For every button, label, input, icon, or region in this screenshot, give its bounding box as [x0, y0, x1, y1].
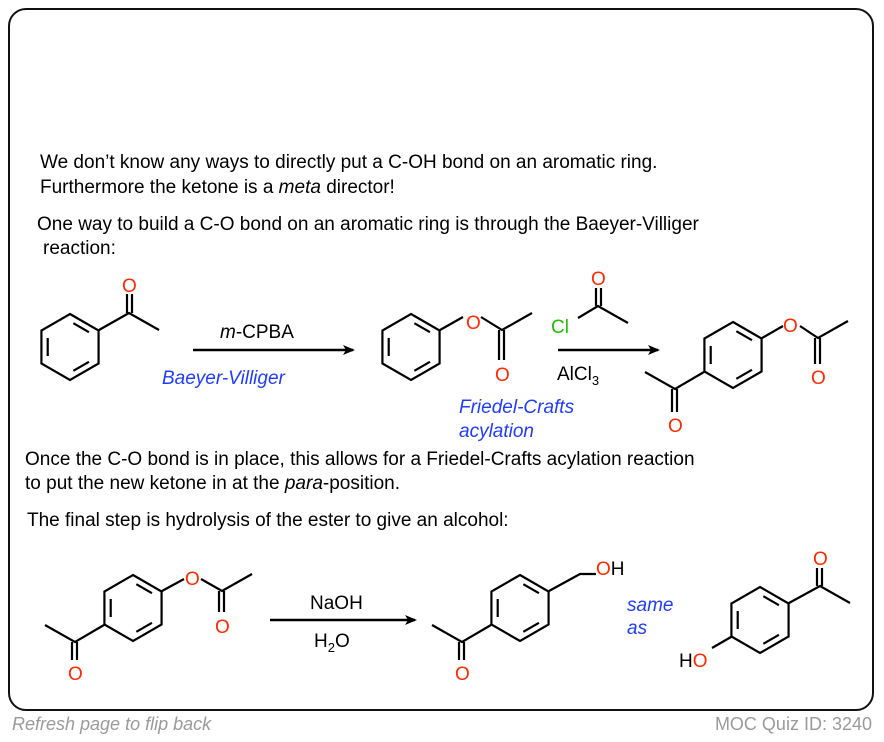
bond [711, 636, 732, 649]
reagent-mcpba: m-CPBA [220, 322, 294, 343]
aromatic-double-bond [135, 583, 153, 595]
hydroxyl-group: HO [679, 651, 708, 672]
bond [644, 371, 705, 391]
oxygen-atom: O [215, 617, 230, 638]
bond [761, 320, 849, 340]
bond [98, 311, 160, 331]
paragraph-4: The final step is hydrolysis of the este… [27, 510, 509, 531]
paragraph-3-line-2: to put the new ketone in at the para-pos… [25, 473, 400, 495]
same-as-label: as [627, 618, 648, 639]
aromatic-double-bond [413, 360, 431, 372]
oxygen-atom: O [668, 416, 683, 437]
aromatic-double-bond [135, 621, 153, 633]
paragraph-1-line-2: Furthermore the ketone is a meta directo… [40, 177, 395, 199]
hydroxyl-group: OH [596, 559, 625, 580]
refresh-hint: Refresh page to flip back [12, 714, 212, 734]
bond [161, 573, 253, 593]
double-bond [497, 330, 506, 360]
answer-card [8, 8, 874, 711]
aromatic-double-bond [735, 330, 753, 342]
benzene-ring [40, 312, 100, 382]
aromatic-double-bond [522, 621, 540, 633]
chlorine-atom: Cl [551, 317, 569, 338]
oxygen-atom: O [591, 269, 606, 290]
benzene-ring [490, 573, 550, 643]
aromatic-double-bond [522, 583, 540, 595]
reagent-alcl3: AlCl3 [557, 364, 599, 388]
quiz-id: MOC Quiz ID: 3240 [714, 714, 872, 734]
text: -position. [322, 473, 400, 494]
4-acetylphenyl-acetate-reactant: O O O [44, 569, 253, 685]
double-bond [70, 642, 79, 660]
paragraph-3-line-1: Once the C-O bond is in place, this allo… [25, 449, 695, 470]
benzene-ring [381, 312, 441, 382]
text: to put the new ketone in at the [25, 473, 285, 494]
benzene-rings [40, 312, 790, 655]
bond [548, 572, 596, 592]
friedel-crafts-label: Friedel-Crafts [459, 397, 575, 418]
acetophenone: O [98, 276, 160, 331]
aromatic-double-bond [72, 322, 90, 334]
text: director! [320, 177, 395, 198]
aromatic-double-bond [762, 633, 780, 645]
baeyer-villiger-label: Baeyer-Villiger [162, 368, 286, 389]
reagent-water: H2O [314, 631, 350, 655]
4-acetylphenyl-acetate: O O O [644, 316, 849, 437]
reagent-naoh: NaOH [310, 593, 363, 614]
double-bond [813, 338, 822, 364]
double-bond [815, 568, 824, 586]
bond [431, 624, 492, 644]
bond [439, 312, 533, 332]
emphasis: meta [278, 177, 321, 198]
benzene-ring [730, 585, 790, 655]
paragraph-2-line-2: reaction: [43, 238, 116, 259]
paragraph-1-line-1: We don’t know any ways to directly put a… [40, 152, 658, 173]
double-bond [457, 642, 466, 660]
oxygen-atom: O [68, 664, 83, 685]
double-bond [670, 389, 679, 412]
aromatic-double-bond [72, 360, 90, 372]
4-hydroxyacetophenone: OH O [431, 559, 625, 685]
aromatic-double-bond [413, 322, 431, 334]
text: Furthermore the ketone is a [40, 177, 279, 198]
double-bond [594, 288, 603, 306]
bond [577, 304, 629, 324]
paragraph-2-line-1: One way to build a C-O bond on an aromat… [37, 214, 699, 235]
oxygen-atom: O [495, 365, 510, 386]
oxygen-atom: O [185, 569, 200, 590]
oxygen-atom: O [455, 664, 470, 685]
aromatic-double-bond [735, 368, 753, 380]
benzene-ring [103, 573, 163, 643]
same-as-label: same [627, 595, 673, 616]
oxygen-atom: O [122, 276, 137, 297]
emphasis: para [284, 473, 323, 494]
double-bond [125, 294, 134, 313]
benzene-ring [703, 320, 763, 390]
bond [788, 584, 851, 604]
oxygen-atom: O [466, 313, 481, 334]
oxygen-atom: O [783, 316, 798, 337]
oxygen-atom: O [811, 368, 826, 389]
double-bond [217, 591, 226, 612]
acylation-label: acylation [459, 421, 534, 442]
acetyl-chloride: O Cl [551, 269, 629, 338]
bond [44, 624, 105, 644]
aromatic-double-bond [762, 595, 780, 607]
4-hydroxyacetophenone-redrawn: O HO [679, 549, 851, 672]
oxygen-atom: O [813, 549, 828, 570]
phenyl-acetate: O O [439, 312, 533, 386]
